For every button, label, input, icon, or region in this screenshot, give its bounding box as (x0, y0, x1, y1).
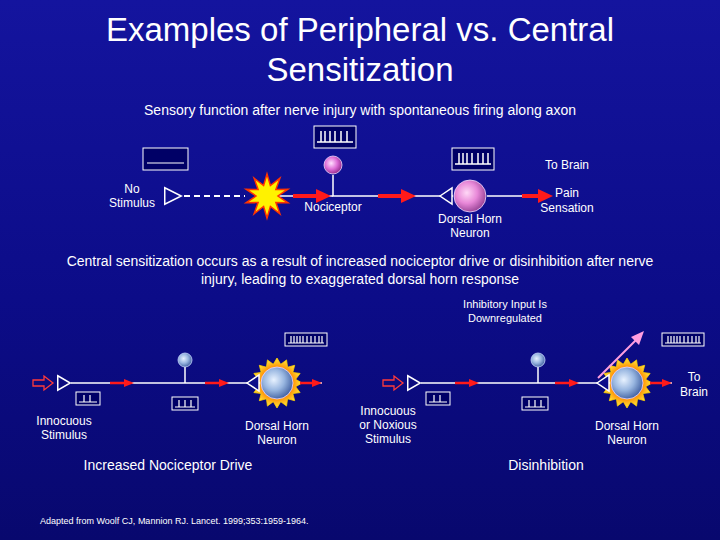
signal-arrow (569, 379, 579, 387)
firing-trace-box (314, 126, 356, 148)
firing-trace (525, 400, 545, 407)
firing-trace (429, 395, 447, 402)
output-label: To Brain (537, 158, 597, 173)
signal-arrow (205, 382, 221, 385)
signal-arrow (455, 382, 471, 385)
signal-arrow (522, 194, 540, 198)
signal-arrow (293, 194, 318, 198)
inhibitory-input (631, 331, 644, 345)
signal-arrow (312, 379, 322, 387)
firing-trace (288, 336, 324, 343)
axon-connector (421, 382, 610, 384)
node-label: Dorsal Horn Neuron (237, 419, 317, 447)
cell-stem (184, 367, 186, 383)
firing-trace (175, 400, 195, 407)
inhibitory-input (598, 340, 636, 378)
node-outline (407, 375, 421, 391)
panel-heading: Increased Nociceptor Drive (38, 457, 298, 475)
firing-trace-box (172, 397, 198, 410)
cell-body (178, 353, 192, 367)
node-label: Dorsal Horn Neuron (430, 212, 510, 240)
source-citation: Adapted from Woolf CJ, Mannion RJ. Lance… (40, 516, 640, 526)
signal-arrow (219, 379, 229, 387)
cell-body (324, 156, 342, 174)
firing-trace (455, 153, 491, 164)
axon-connector (333, 175, 453, 196)
receptor-triangle (408, 376, 421, 391)
firing-trace-box (143, 148, 188, 170)
node-label: Innocuous Stimulus (29, 414, 99, 442)
node-label: Nociceptor (293, 200, 373, 214)
signal-arrow (300, 382, 314, 385)
panel-heading: Disinhibition (416, 457, 676, 475)
firing-trace (79, 395, 97, 402)
node-outline (610, 366, 644, 400)
receptor-node: No Stimulus (164, 187, 182, 205)
firing-trace-box (662, 333, 704, 346)
nociceptor-node: Nociceptor (323, 155, 343, 175)
firing-trace-box (76, 392, 100, 405)
annotation: Inhibitory Input Is Downregulated (450, 298, 560, 326)
axon-line (487, 195, 522, 197)
firing-trace-box (452, 148, 494, 170)
receptor-triangle (58, 376, 71, 391)
dashed-axon (184, 195, 245, 197)
stimulus-arrow (33, 376, 53, 390)
signal-arrow (469, 379, 479, 387)
slide-title: Examples of Peripheral vs. Central Sensi… (40, 10, 680, 90)
signal-arrow (401, 189, 416, 203)
node-outline (164, 187, 182, 205)
cell-body (611, 367, 643, 399)
subtitle: Sensory function after nerve injury with… (0, 102, 720, 120)
receptor-node: Innocuous Stimulus (57, 375, 71, 391)
output-label: To Brain (672, 370, 716, 400)
signal-arrow (662, 379, 672, 387)
explanation-text: Central sensitization occurs as a result… (60, 253, 660, 288)
signal-arrow (316, 189, 331, 203)
cell-body (454, 180, 486, 212)
node-outline (453, 179, 487, 213)
injury-starburst (246, 174, 288, 218)
signal-arrow (124, 379, 134, 387)
stimulus-arrow (383, 376, 403, 390)
firing-trace (317, 131, 353, 142)
node-outline (260, 366, 294, 400)
axon-connector (71, 382, 260, 384)
node-label: No Stimulus (106, 182, 158, 210)
signal-arrow (110, 382, 126, 385)
firing-trace-box (522, 397, 548, 410)
signal-arrow (650, 382, 664, 385)
receptor-node: Innocuous or Noxious Stimulus (407, 375, 421, 391)
node-label: Dorsal Horn Neuron (587, 419, 667, 447)
receptor-triangle (165, 188, 182, 205)
neuron-node: Dorsal Horn Neuron (610, 366, 644, 400)
firing-trace-box (426, 392, 450, 405)
neuron-node: Dorsal Horn Neuron (453, 179, 487, 213)
signal-arrow (378, 194, 403, 198)
signal-arrow (538, 189, 553, 203)
firing-trace-box (285, 333, 327, 346)
neuron-node: Dorsal Horn Neuron (260, 366, 294, 400)
signal-arrow (555, 382, 571, 385)
node-label: Innocuous or Noxious Stimulus (355, 404, 421, 446)
firing-trace (147, 162, 184, 163)
node-outline (323, 155, 343, 175)
cell-stem (537, 367, 539, 383)
output-label: Pain Sensation (537, 186, 597, 216)
firing-trace (665, 336, 701, 343)
cell-body (531, 353, 545, 367)
node-outline (57, 375, 71, 391)
cell-body (261, 367, 293, 399)
